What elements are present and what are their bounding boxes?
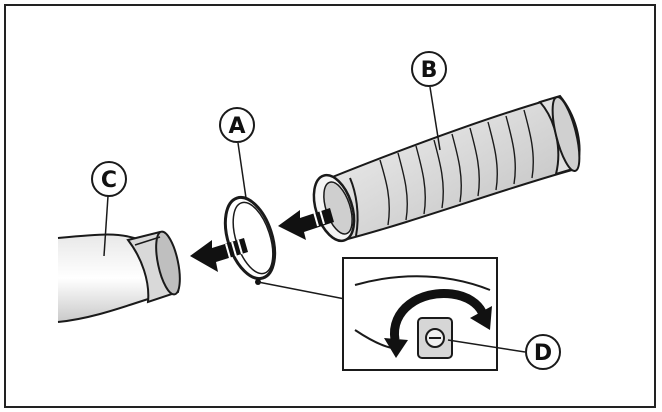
rotation-arrow-icon	[384, 289, 492, 358]
leader-a	[237, 142, 247, 199]
callout-a: A	[219, 107, 255, 143]
callout-a-label: A	[228, 114, 245, 139]
screw-head	[417, 317, 453, 359]
callout-c-label: C	[101, 168, 117, 193]
detail-leader-line	[257, 281, 351, 301]
callout-b-label: B	[421, 58, 438, 83]
callout-c: C	[91, 161, 127, 197]
arrow-a-to-c	[190, 238, 248, 272]
bellows-hose-b	[312, 94, 581, 243]
callout-d-label: D	[534, 341, 552, 366]
detail-inset	[342, 257, 498, 371]
arrow-b-to-a	[278, 208, 334, 240]
callout-d: D	[525, 334, 561, 370]
pipe-c	[57, 230, 181, 323]
leader-b	[429, 86, 441, 151]
callout-b: B	[411, 51, 447, 87]
leader-c	[103, 195, 109, 257]
clamp-ring-a	[223, 195, 277, 285]
leader-d	[447, 339, 526, 353]
